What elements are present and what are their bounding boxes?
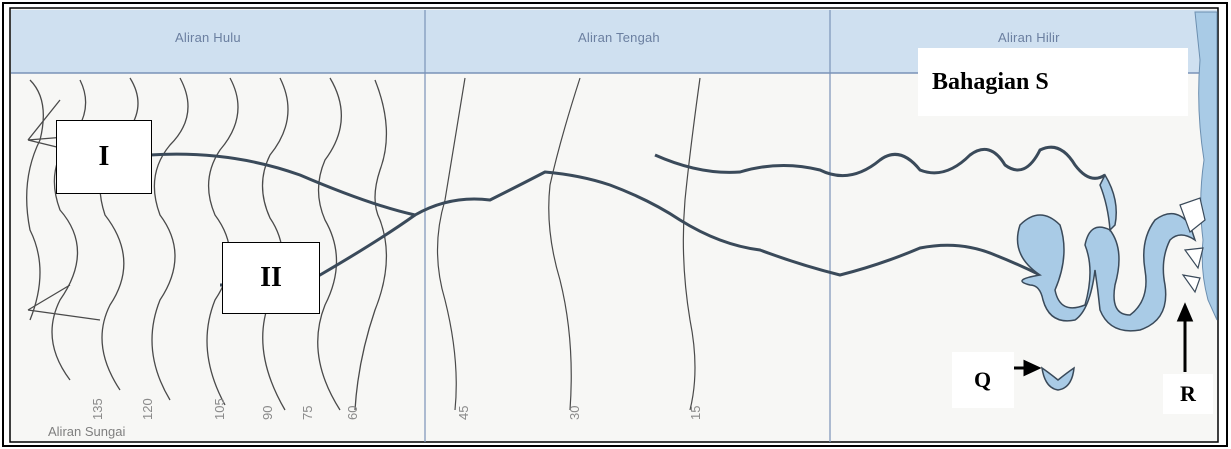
contour-value-label: 60 <box>345 405 360 420</box>
label-q: Q <box>952 352 1014 408</box>
contour-line <box>26 79 44 321</box>
zone-label-lower: Aliran Hilir <box>998 30 1060 45</box>
callout-i: I <box>56 120 152 194</box>
contour-line <box>261 77 289 411</box>
contour-line <box>317 77 342 411</box>
contour-value-label: 30 <box>567 405 582 420</box>
meander-link <box>1099 173 1117 232</box>
contour-value-label: 105 <box>212 398 227 420</box>
footer-label: Aliran Sungai <box>48 424 126 439</box>
meander-group <box>1016 173 1197 332</box>
oxbow-lake-q <box>1041 366 1075 391</box>
delta-island <box>1183 247 1204 270</box>
contour-line <box>151 77 189 401</box>
contour-line <box>206 77 239 406</box>
contour-line <box>548 77 581 411</box>
label-r: R <box>1163 374 1213 414</box>
delta-island <box>1181 274 1201 294</box>
contour-lines-middle <box>436 77 701 411</box>
arrow-q-head <box>1023 359 1042 377</box>
contour-value-label: 75 <box>300 405 315 420</box>
contour-value-label: 45 <box>456 405 471 420</box>
zone-label-upper: Aliran Hulu <box>175 30 241 45</box>
river-main <box>149 152 1041 277</box>
delta-island <box>1179 197 1206 233</box>
callout-s: Bahagian S <box>918 48 1188 116</box>
contour-line <box>436 77 466 411</box>
sea-area <box>1194 11 1218 321</box>
meander <box>1016 212 1197 332</box>
contour-line <box>354 79 388 411</box>
contour-value-label: 120 <box>140 398 155 420</box>
callout-ii: II <box>222 242 320 314</box>
delta-area <box>1179 197 1206 294</box>
contour-line <box>27 284 101 321</box>
contour-line <box>682 77 701 411</box>
contour-value-label: 15 <box>688 405 703 420</box>
contour-value-label: 90 <box>260 405 275 420</box>
river-tributary-upper <box>654 145 1106 180</box>
zone-label-middle: Aliran Tengah <box>578 30 660 45</box>
contour-value-label: 135 <box>90 398 105 420</box>
arrow-r-head <box>1176 302 1194 322</box>
